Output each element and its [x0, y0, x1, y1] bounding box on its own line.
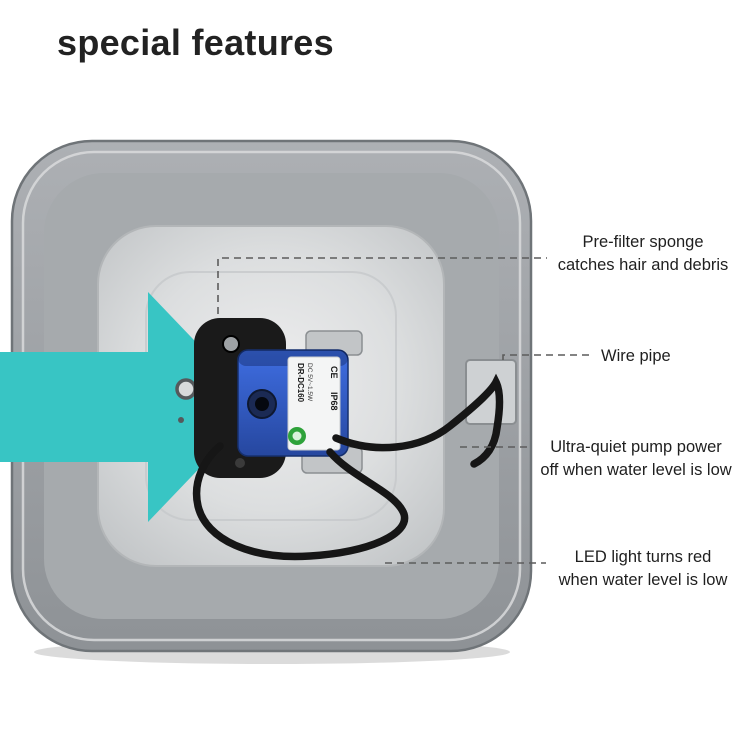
leader-lines — [217, 257, 594, 564]
pump-ip-rating: IP68 — [329, 392, 339, 411]
pump-ce-mark: CE — [329, 366, 339, 379]
leader-line-sponge — [217, 257, 547, 314]
power-cable — [192, 373, 504, 561]
page-title: special features — [57, 22, 334, 63]
callout-wire-pipe: Wire pipe — [601, 347, 671, 365]
sponge-screw-hole — [222, 335, 240, 353]
callout-led-line2: when water level is low — [558, 571, 728, 589]
callout-pump: Ultra-quiet pump power off when water le… — [534, 436, 738, 482]
callout-sponge-line1: Pre-filter sponge — [582, 233, 704, 251]
leader-line-wire-pipe — [502, 354, 594, 360]
pump-model-text: DR-DC160 — [296, 363, 305, 403]
callout-sponge: Pre-filter sponge catches hair and debri… — [549, 231, 737, 277]
feature-arrow-icon — [0, 292, 258, 522]
pump-power-text: DC 5V~1.5W — [306, 363, 313, 402]
callout-pump-line2: off when water level is low — [540, 461, 732, 479]
brand-logo-icon — [288, 427, 306, 445]
callout-led: LED light turns red when water level is … — [549, 546, 737, 592]
water-pump: DR-DC160 DC 5V~1.5W CE IP68 — [237, 349, 349, 457]
callout-pump-line1: Ultra-quiet pump power — [550, 438, 722, 456]
callout-sponge-line2: catches hair and debris — [557, 256, 729, 274]
pump-label: DR-DC160 DC 5V~1.5W CE IP68 — [287, 356, 341, 451]
callout-led-line1: LED light turns red — [574, 548, 712, 566]
